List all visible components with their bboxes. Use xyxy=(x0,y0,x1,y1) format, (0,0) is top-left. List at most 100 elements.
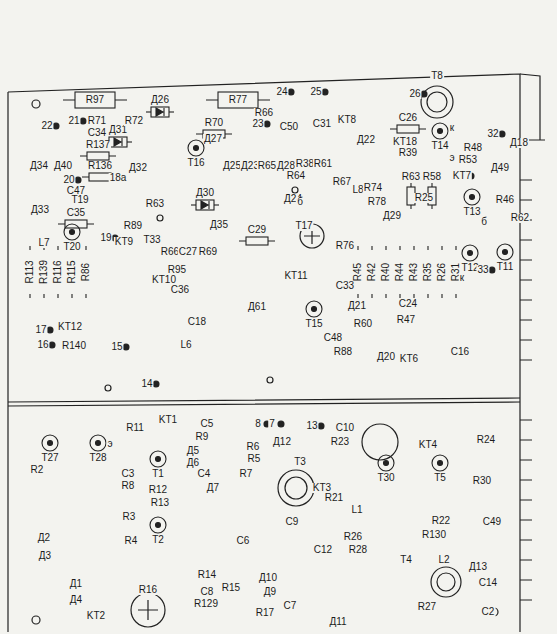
component-symbol xyxy=(109,137,127,147)
component-symbol xyxy=(150,517,166,533)
part-label: 22 xyxy=(40,121,53,131)
part-label: KT8 xyxy=(337,115,357,125)
part-label: R116 xyxy=(53,259,63,284)
part-label: 33 xyxy=(476,265,489,275)
part-label: C2 xyxy=(481,607,496,617)
part-label: к xyxy=(449,123,455,133)
component-symbol xyxy=(246,237,268,245)
part-label: R95 xyxy=(167,265,187,275)
part-label: R44 xyxy=(395,262,405,282)
large-components xyxy=(131,86,461,627)
part-label: R11 xyxy=(125,423,145,433)
part-label: Д28 xyxy=(276,161,296,171)
part-label: R8 xyxy=(121,481,136,491)
part-label: R13 xyxy=(150,498,170,508)
part-label: Д32 xyxy=(128,163,148,173)
part-label: R39 xyxy=(398,148,418,158)
part-label: R58 xyxy=(422,172,442,182)
part-label: R77 xyxy=(228,95,248,105)
component-symbol xyxy=(123,344,129,350)
part-label: T5 xyxy=(433,473,447,483)
part-label: R70 xyxy=(204,118,224,128)
part-label: T20 xyxy=(62,242,81,252)
part-label: R4 xyxy=(124,536,139,546)
component-symbol xyxy=(278,421,284,427)
part-label: R46 xyxy=(495,195,515,205)
part-label: R21 xyxy=(324,493,344,503)
board-divider xyxy=(8,398,520,406)
part-label: C29 xyxy=(247,225,267,235)
part-label: R137 xyxy=(85,140,111,150)
component-symbol xyxy=(96,441,101,446)
part-label: R74 xyxy=(363,183,383,193)
part-label: R28 xyxy=(348,545,368,555)
part-label: Д7 xyxy=(206,483,220,493)
part-label: R43 xyxy=(409,262,419,282)
part-label: 14 xyxy=(140,379,153,389)
part-label: б xyxy=(480,217,488,227)
part-label: Д21 xyxy=(347,301,367,311)
part-label: C16 xyxy=(450,347,470,357)
part-label: T33 xyxy=(142,235,161,245)
part-label: Д27 xyxy=(203,134,223,144)
part-label: R2 xyxy=(30,465,45,475)
component-symbol xyxy=(318,423,324,429)
part-label: R61 xyxy=(313,159,333,169)
part-label: 18а xyxy=(109,173,128,183)
component-symbol xyxy=(188,140,204,156)
part-label: R113 xyxy=(25,259,35,284)
part-label: R3 xyxy=(122,512,137,522)
part-label: 15 xyxy=(110,342,123,352)
part-label: KT10 xyxy=(151,275,177,285)
part-label: C6 xyxy=(236,536,251,546)
component-symbol xyxy=(312,307,317,312)
part-label: 32 xyxy=(486,129,499,139)
part-label: 19 xyxy=(99,233,112,243)
part-label: C36 xyxy=(170,285,190,295)
part-label: C9 xyxy=(285,517,300,527)
part-label: C49 xyxy=(482,517,502,527)
component-symbol xyxy=(42,435,58,451)
part-label: Д33 xyxy=(30,205,50,215)
part-label: 16 xyxy=(36,340,49,350)
part-label: Д35 xyxy=(209,220,229,230)
part-label: 17 xyxy=(34,325,47,335)
part-label: KT4 xyxy=(418,440,438,450)
part-label: Д2 xyxy=(37,533,51,543)
component-symbol xyxy=(194,146,199,151)
component-symbol xyxy=(87,152,109,160)
part-label: R78 xyxy=(367,197,387,207)
part-label: Д25 xyxy=(222,161,242,171)
component-symbol xyxy=(218,92,258,108)
component-symbol xyxy=(156,523,161,528)
part-label: C4 xyxy=(197,469,212,479)
part-label: C26 xyxy=(398,113,418,123)
part-label: L1 xyxy=(350,505,363,515)
component-symbol xyxy=(397,125,419,133)
part-label: R65 xyxy=(257,161,277,171)
component-symbol xyxy=(80,118,86,124)
part-label: R24 xyxy=(476,435,496,445)
part-label: T8 xyxy=(430,71,444,81)
part-label: R25 xyxy=(414,193,434,203)
part-label: R136 xyxy=(87,161,113,171)
part-label: T2 xyxy=(151,535,165,545)
part-label: R30 xyxy=(472,476,492,486)
part-label: R63 xyxy=(401,172,421,182)
part-label: Д4 xyxy=(69,595,83,605)
part-label: C27 xyxy=(178,247,198,257)
part-label: C7 xyxy=(283,601,298,611)
part-label: KT12 xyxy=(57,322,83,332)
part-label: R67 xyxy=(332,177,352,187)
part-label: C50 xyxy=(279,122,299,132)
part-label: Д20 xyxy=(376,352,396,362)
board-outline xyxy=(8,74,520,632)
component-symbol xyxy=(378,455,394,471)
part-label: Д5 xyxy=(186,446,200,456)
part-label: R35 xyxy=(423,262,433,282)
part-label: R17 xyxy=(255,608,275,618)
part-label: R27 xyxy=(417,602,437,612)
part-label: C34 xyxy=(87,128,107,138)
component-symbol xyxy=(201,201,209,209)
part-label: R69 xyxy=(198,247,218,257)
